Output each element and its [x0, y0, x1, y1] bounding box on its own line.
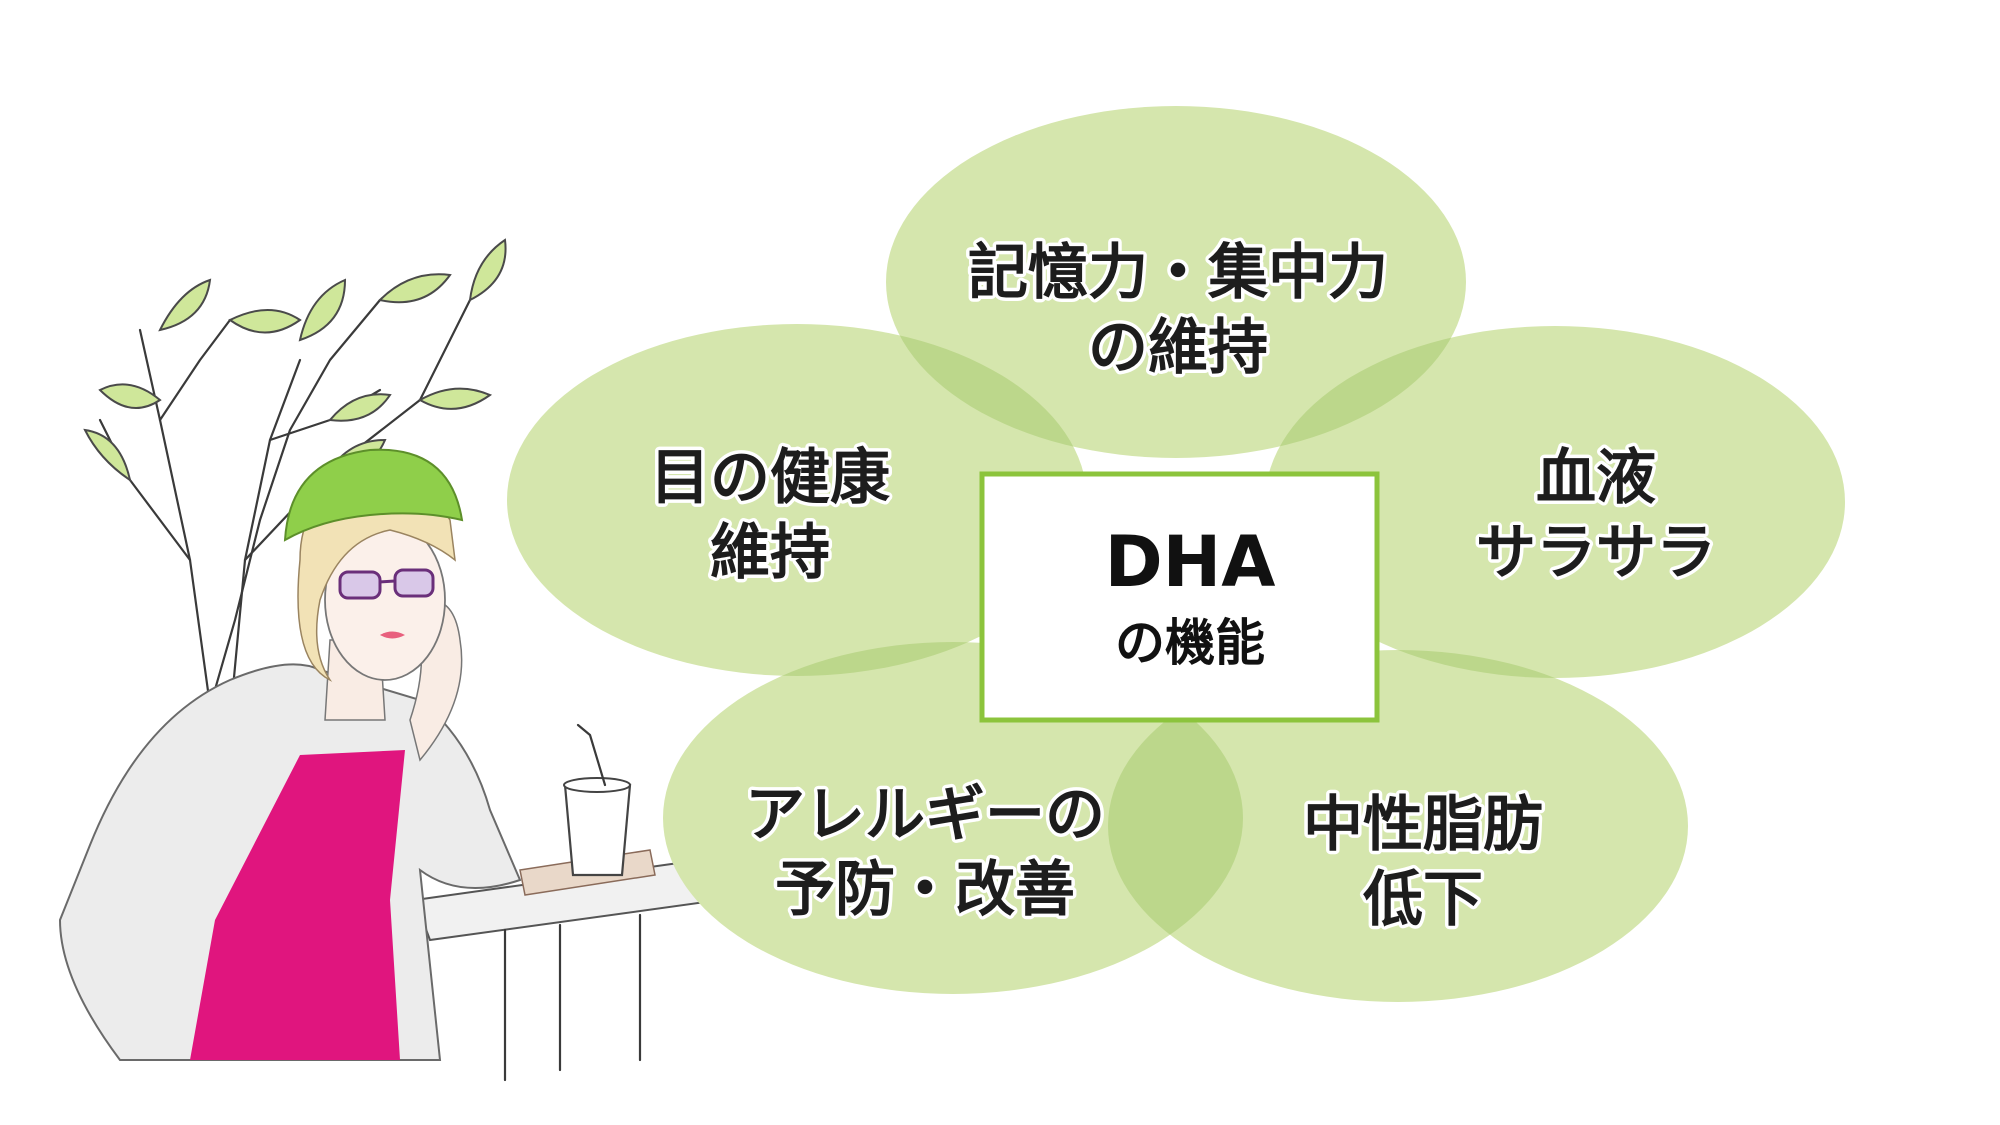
petal-top-line2: の維持 — [1088, 313, 1268, 383]
petal-left-line1: 目の健康 — [650, 443, 890, 513]
petal-bottom-left-line1: アレルギーの — [745, 780, 1105, 850]
petal-bottom-left-line2: 予防・改善 — [775, 855, 1075, 925]
petal-labels: 記憶力・集中力 の維持 血液 サラサラ 中性脂肪 低下 アレルギーの 予防・改善… — [647, 235, 1720, 939]
center-subtitle: の機能 — [1115, 614, 1265, 672]
petal-right-shape — [1265, 326, 1845, 678]
petal-top-shape — [886, 106, 1466, 458]
petal-left-shape — [507, 324, 1087, 676]
glasses-illustration — [338, 568, 435, 600]
petal-right-line1: 血液 — [1536, 443, 1656, 513]
petal-bottom-right-line2: 低下 — [1363, 865, 1483, 935]
petal-bottom-left-shape — [663, 642, 1243, 994]
petal-left-line2: 維持 — [710, 518, 830, 588]
center-title: DHA — [1105, 521, 1276, 603]
woman-illustration — [58, 238, 722, 1082]
green-hat — [283, 448, 464, 542]
petal-top-line1: 記憶力・集中力 — [968, 238, 1388, 308]
petal-right-line2: サラサラ — [1476, 518, 1716, 588]
petals — [507, 106, 1845, 1002]
petal-bottom-right-line1: 中性脂肪 — [1303, 790, 1543, 860]
pink-dress — [190, 750, 405, 1060]
petal-bottom-right-shape — [1108, 650, 1688, 1002]
center-box: DHA の機能 — [979, 471, 1380, 723]
